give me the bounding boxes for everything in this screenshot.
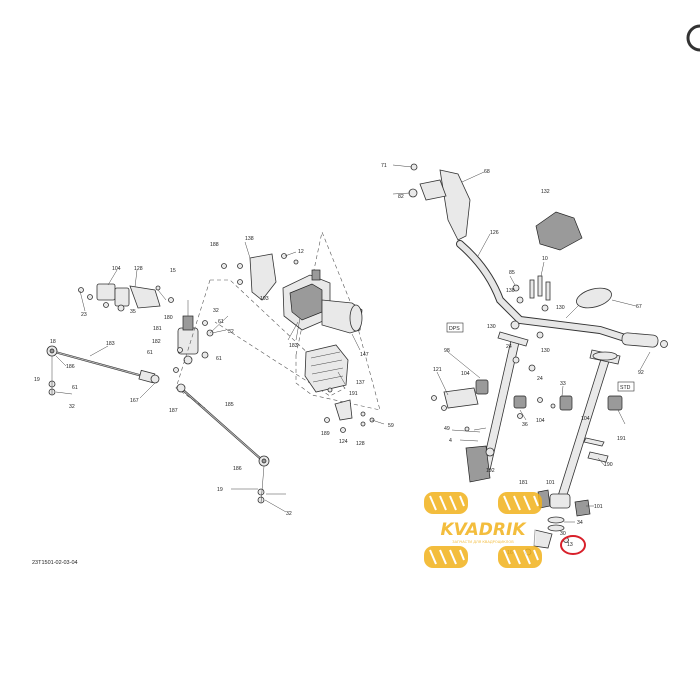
watermark-wheel-tr [498,492,542,514]
callout-130-c: 130 [487,324,496,330]
callout-130-b: 130 [556,305,565,311]
callout-61-d: 61 [72,385,78,391]
callout-71: 71 [381,163,387,169]
callout-185: 185 [225,402,234,408]
callout-18: 18 [50,339,56,345]
callout-190: 190 [604,462,613,468]
callout-191-b: 191 [349,391,358,397]
callout-130-d: 130 [541,348,550,354]
callout-124: 124 [339,439,348,445]
callout-12: 12 [298,249,304,255]
watermark-tagline: ЗАПЧАСТИ ДЛЯ КВАДРОЦИКЛОВ [452,540,514,544]
callout-24-a: 24 [506,344,512,350]
callout-32-b: 32 [228,329,234,335]
callout-189: 189 [321,431,330,437]
callout-138: 138 [245,236,254,242]
callout-104-c: 104 [581,416,590,422]
callout-126: 126 [490,230,499,236]
callout-10: 10 [542,256,548,262]
callout-188: 188 [210,242,219,248]
callout-32-c: 32 [69,404,75,410]
callout-182: 182 [152,339,161,345]
callout-13: 13 [567,542,573,548]
callout-191-a: 191 [617,436,626,442]
drawing-code: 23T1501-02-03-04 [32,560,78,566]
callout-98: 98 [444,348,450,354]
callout-61-c: 61 [216,356,222,362]
callout-23: 23 [81,312,87,318]
callout-30: 30 [560,531,566,537]
label-dps: DPS [449,326,460,332]
callout-104-d: 104 [112,266,121,272]
callout-104-b: 104 [536,418,545,424]
callout-labels: 71 68 82 132 126 85 10 130 130 130 130 6… [34,163,644,556]
callout-181: 181 [519,480,528,486]
watermark-brand: KVADRIK [440,520,527,540]
callout-128: 128 [356,441,365,447]
callout-137: 137 [356,380,365,386]
callout-192: 192 [486,468,495,474]
callout-186: 186 [66,364,75,370]
callout-4: 4 [449,438,452,444]
callout-19-b: 19 [217,487,223,493]
callout-132: 132 [541,189,550,195]
callout-183: 183 [289,343,298,349]
callout-193: 193 [260,296,269,302]
callout-92: 92 [638,370,644,376]
callout-167: 167 [130,398,139,404]
boxed-labels: DPS STD [446,322,635,392]
callout-121: 121 [433,367,442,373]
leader-lines [55,171,651,523]
callout-181-b: 181 [153,326,162,332]
highlight-ring [560,535,586,555]
callout-15: 15 [170,268,176,274]
callout-34: 34 [577,520,583,526]
callout-35: 35 [130,309,136,315]
callout-187: 187 [169,408,178,414]
callout-186-b: 186 [233,466,242,472]
callout-68: 68 [484,169,490,175]
callout-130-a: 130 [506,288,515,294]
callout-61-a: 61 [218,319,224,325]
callout-19-a: 19 [34,377,40,383]
watermark-wheel-bl [424,546,468,568]
callout-59: 59 [388,423,394,429]
callout-180: 180 [164,315,173,321]
callout-128-b: 128 [134,266,143,272]
callout-101-b: 101 [546,480,555,486]
callout-33: 33 [560,381,566,387]
callout-32-a: 32 [213,308,219,314]
watermark-wheel-br [498,546,542,568]
callout-67: 67 [636,304,642,310]
corner-badge-icon [686,24,700,52]
kvadrik-watermark: KVADRIK ЗАПЧАСТИ ДЛЯ КВАДРОЦИКЛОВ [424,492,542,568]
left-tie-rod-assembly [46,283,270,504]
callout-36: 36 [522,422,528,428]
steering-gear-assembly [221,253,375,433]
callout-147: 147 [360,352,369,358]
callout-82: 82 [398,194,404,200]
callout-49: 49 [444,426,450,432]
callout-32-d: 32 [286,511,292,517]
callout-61-b: 61 [147,350,153,356]
callout-183-b: 183 [106,341,115,347]
callout-101-a: 101 [594,504,603,510]
watermark-wheel-tl [424,492,468,514]
callout-24-b: 24 [537,376,543,382]
label-std: STD [620,385,631,391]
callout-104-a: 104 [461,371,470,377]
callout-85: 85 [509,270,515,276]
